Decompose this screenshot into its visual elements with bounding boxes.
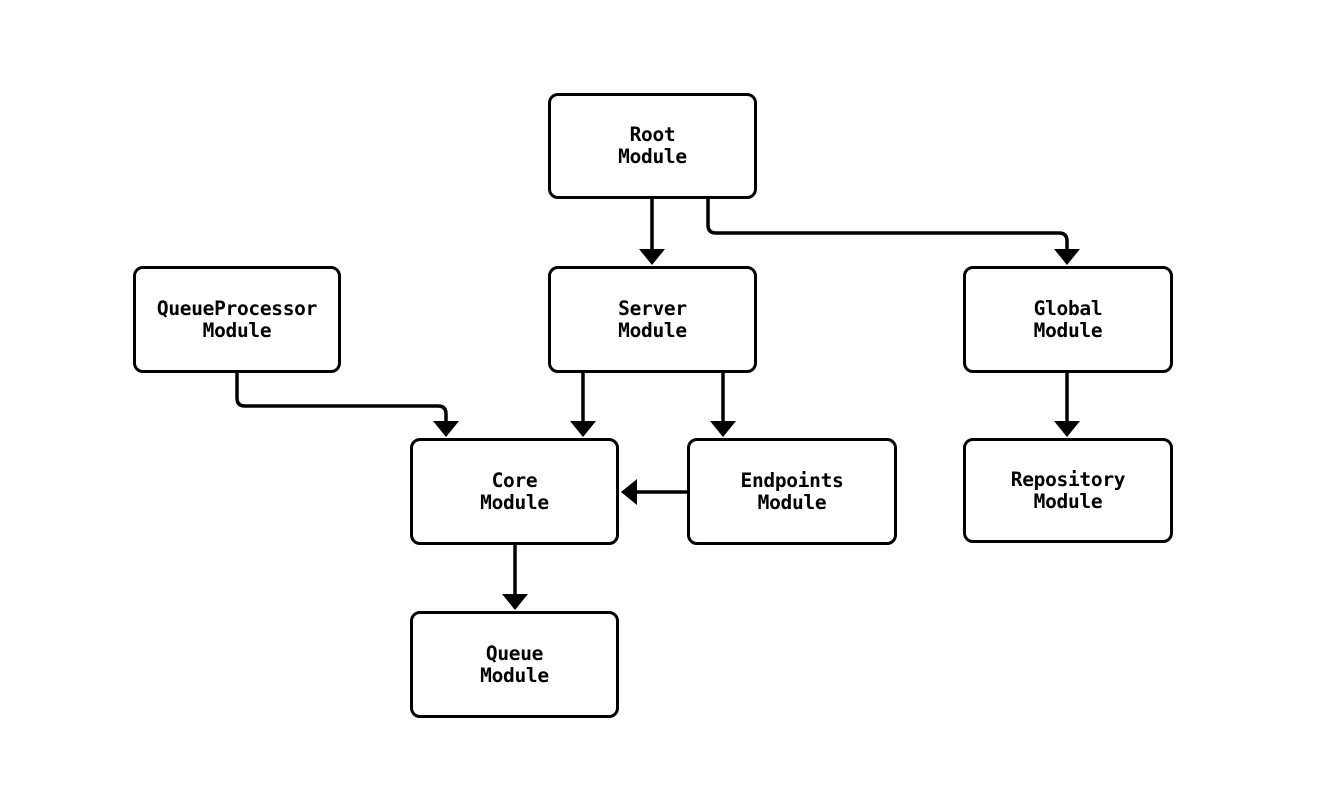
node-server-module-label: Server Module: [618, 296, 687, 342]
node-global-module-label: Global Module: [1033, 296, 1103, 342]
node-queue-module-label: Queue Module: [480, 641, 549, 687]
node-queueprocessor-module: QueueProcessor Module: [133, 266, 341, 373]
node-root-module: Root Module: [548, 93, 757, 199]
node-core-module-label: Core Module: [480, 468, 549, 514]
node-queue-module: Queue Module: [410, 611, 619, 718]
node-repository-module: Repository Module: [963, 438, 1173, 543]
edge-root-to-server-arrowhead-icon: [639, 249, 665, 265]
node-endpoints-module: Endpoints Module: [687, 438, 897, 545]
node-endpoints-module-label: Endpoints Module: [740, 468, 844, 514]
node-root-module-label: Root Module: [618, 123, 687, 168]
edge-root-to-global: [706, 199, 1069, 252]
edge-queueprocessor-to-core-arrowhead-icon: [433, 421, 459, 437]
edge-global-to-repository-arrowhead-icon: [1054, 421, 1080, 437]
edge-server-to-core-arrowhead-icon: [570, 421, 596, 437]
node-server-module: Server Module: [548, 266, 757, 373]
node-global-module: Global Module: [963, 266, 1173, 373]
edge-server-to-endpoints-arrowhead-icon: [710, 421, 736, 437]
edge-root-to-global-arrowhead-icon: [1054, 249, 1080, 265]
edge-core-to-queue-arrowhead-icon: [502, 594, 528, 610]
node-queueprocessor-module-label: QueueProcessor Module: [156, 296, 318, 342]
node-repository-module-label: Repository Module: [1010, 467, 1126, 513]
edge-endpoints-to-core-arrowhead-icon: [621, 479, 637, 505]
edge-queueprocessor-to-core: [235, 373, 448, 424]
node-core-module: Core Module: [410, 438, 619, 545]
